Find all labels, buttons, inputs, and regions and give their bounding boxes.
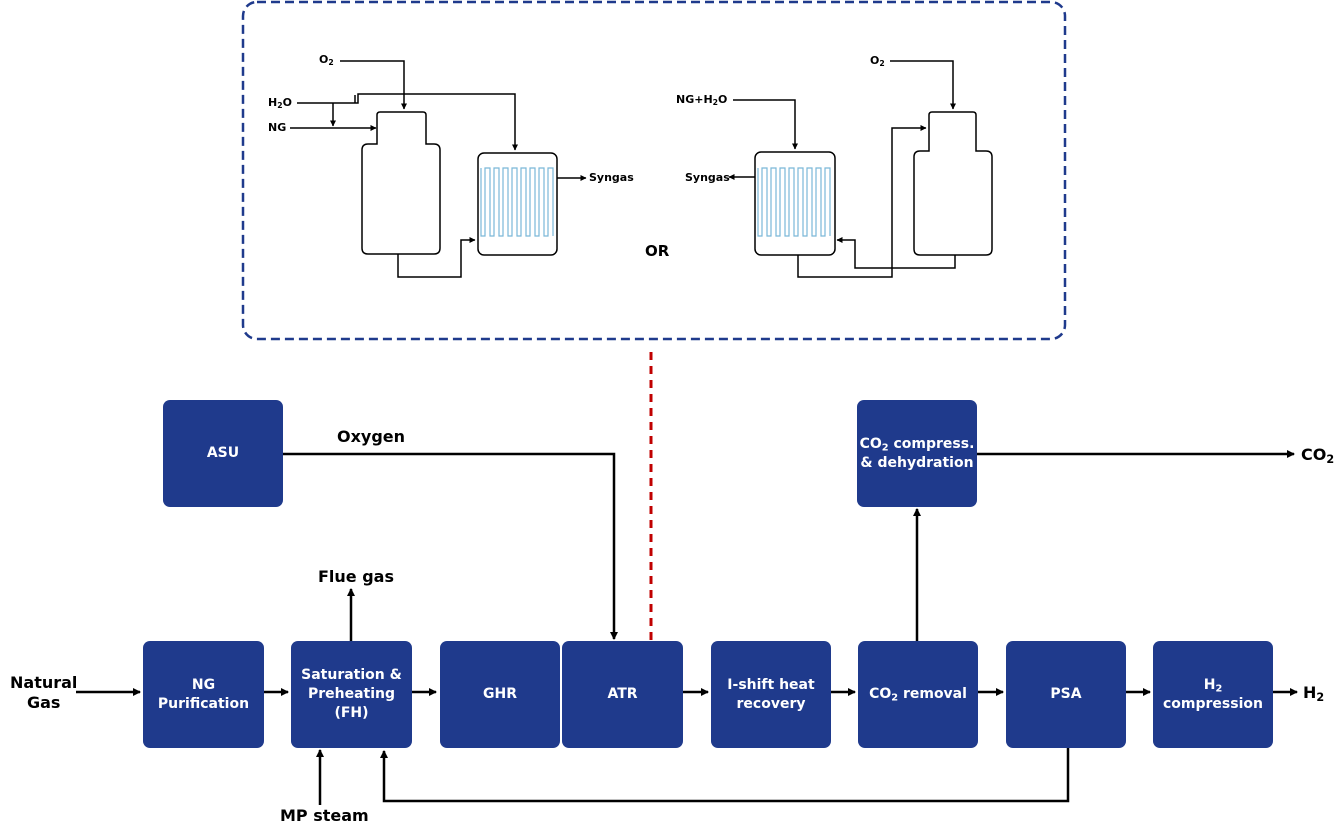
arrow-oxygen [283,452,618,640]
stream-co2-out-label: CO2 [1301,445,1335,466]
inset-right-syngas-label: Syngas [685,171,730,184]
inset-left-syngas-label: Syngas [589,171,634,184]
left-atr-vessel [361,111,441,255]
inset-left-scheme [290,60,587,278]
inset-left-h2o-label: H2O [268,96,292,110]
inset-right-tubes [757,167,831,237]
stream-mp-steam-label: MP steam [280,806,369,825]
arrow-psa-recycle [380,748,1070,803]
stream-oxygen-label: Oxygen [337,427,406,446]
right-atr-vessel [913,111,993,256]
main-flow-lines [76,450,1298,805]
stream-flue-gas-label: Flue gas [318,567,394,586]
block-ghr: GHR [440,641,560,748]
block-atr: ATR [562,641,683,748]
inset-left-o2-label: O2 [319,53,334,67]
block-asu: ASU [163,400,283,507]
right-ghr-vessel [754,151,836,256]
inset-right-ng-h2o-label: NG+H2O [676,93,728,107]
block-psa: PSA [1006,641,1126,748]
inset-or-label: OR [645,242,670,260]
inset-left-ng-label: NG [268,121,287,134]
stream-h2-out-label: H2 [1303,683,1325,704]
left-ghr-vessel [477,152,558,256]
inset-frame [241,0,1067,341]
block-co2-compress-dehydration: CO2 compress.& dehydration [857,400,977,507]
block-co2-removal: CO2 removal [858,641,978,748]
block-saturation-preheating: Saturation &Preheating(FH) [291,641,412,748]
inset-right-o2-label: O2 [870,54,885,68]
inset-left-tubes [480,167,554,237]
inset-right-scheme [728,60,993,278]
